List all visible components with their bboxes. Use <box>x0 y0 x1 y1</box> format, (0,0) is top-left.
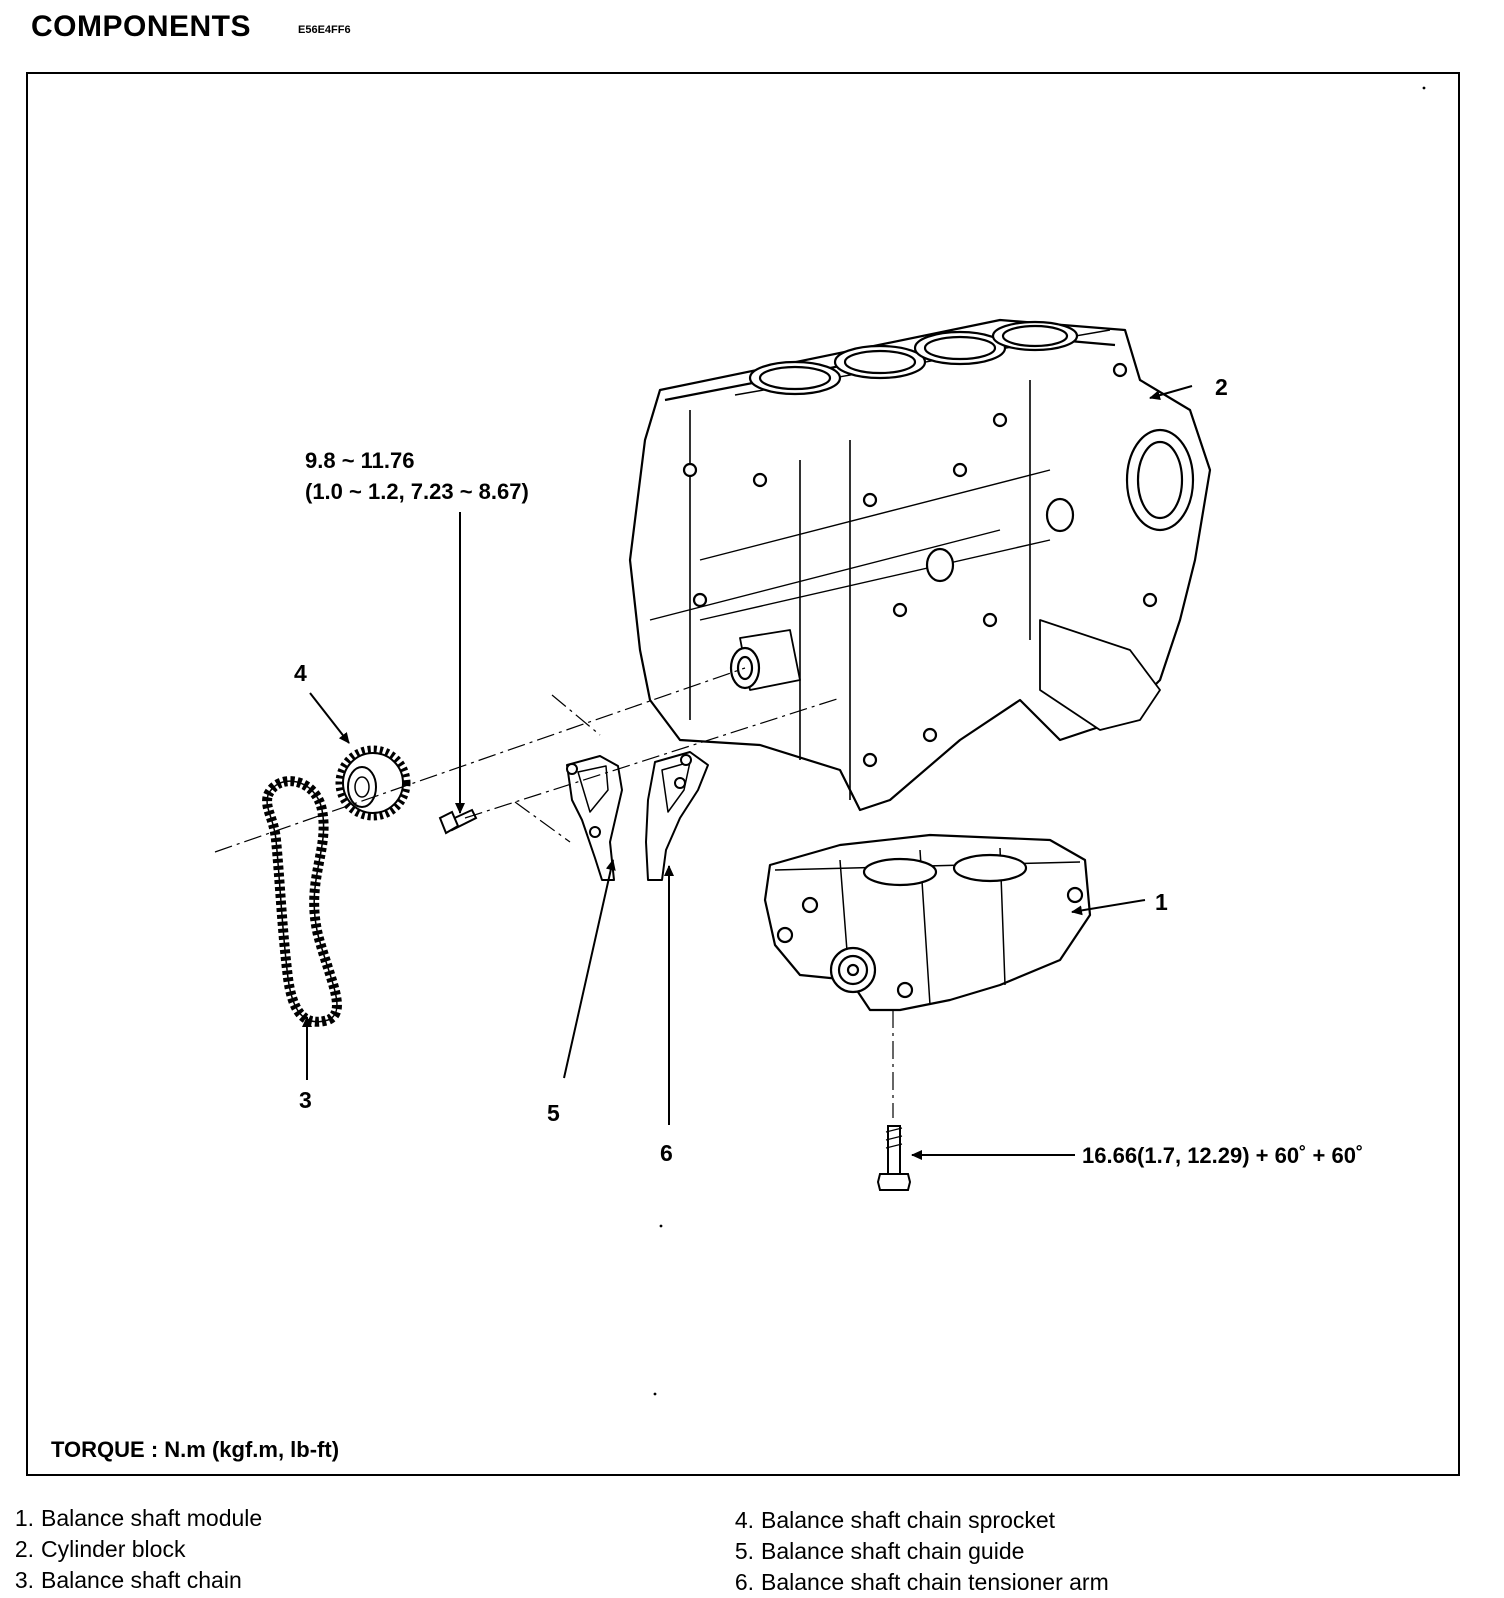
legend-label: Balance shaft chain tensioner arm <box>761 1569 1109 1595</box>
sprocket-bolt-torque: 9.8 ~ 11.76 (1.0 ~ 1.2, 7.23 ~ 8.67) <box>305 445 529 507</box>
legend-number: 1. <box>14 1505 34 1531</box>
diagram-frame <box>26 72 1460 1476</box>
legend-label: Balance shaft module <box>41 1505 263 1531</box>
callout-2: 2 <box>1215 374 1228 400</box>
legend-label: Balance shaft chain guide <box>761 1538 1025 1564</box>
legend-number: 6. <box>734 1569 754 1595</box>
document-code: E56E4FF6 <box>298 24 351 36</box>
legend-number: 2. <box>14 1536 34 1562</box>
balance-shaft-module-drawing <box>763 833 1092 1012</box>
alignment-lines <box>214 667 894 1118</box>
callout-5: 5 <box>547 1100 560 1126</box>
leader-arrows <box>302 385 1193 1160</box>
callout-4: 4 <box>294 660 307 686</box>
callout-3: 3 <box>299 1087 312 1113</box>
legend-number: 5. <box>734 1538 754 1564</box>
speck <box>659 1224 663 1228</box>
sprocket-bolt-torque-line1: 9.8 ~ 11.76 <box>305 448 415 473</box>
cylinder-block-drawing <box>628 318 1212 812</box>
chain-guide-drawing <box>566 755 623 881</box>
sprocket-bolt-torque-line2: (1.0 ~ 1.2, 7.23 ~ 8.67) <box>305 479 529 504</box>
legend-label: Balance shaft chain <box>41 1567 242 1593</box>
balance-shaft-sprocket-drawing <box>335 745 411 821</box>
callout-1: 1 <box>1155 889 1168 915</box>
sprocket-bolt-drawing <box>438 808 478 835</box>
speck <box>653 1392 657 1396</box>
balance-shaft-chain-drawing <box>262 776 342 1027</box>
legend-item: 5. Balance shaft chain guide <box>720 1536 1109 1567</box>
torque-unit-note: TORQUE : N.m (kgf.m, lb-ft) <box>51 1437 340 1462</box>
legend-right: 4. Balance shaft chain sprocket 5. Balance… <box>720 1505 1109 1598</box>
module-bolt-torque: 16.66(1.7, 12.29) + 60˚ + 60˚ <box>1082 1143 1364 1168</box>
legend-number: 3. <box>14 1567 34 1593</box>
legend-number: 4. <box>734 1507 754 1533</box>
legend-left: 1.Balance shaft module 2.Cylinder block … <box>0 1503 262 1596</box>
tensioner-arm-drawing <box>645 751 709 881</box>
legend-item: 4. Balance shaft chain sprocket <box>720 1505 1109 1536</box>
legend-item: 3. Balance shaft chain <box>0 1565 262 1596</box>
callout-6: 6 <box>660 1140 673 1166</box>
module-bolt-drawing <box>876 1125 912 1191</box>
legend-label: Balance shaft chain sprocket <box>761 1507 1056 1533</box>
legend-item: 2. Cylinder block <box>0 1534 262 1565</box>
page-title: COMPONENTS <box>31 10 252 43</box>
legend-label: Cylinder block <box>41 1536 186 1562</box>
legend-item: 1. Balance shaft module <box>0 1503 262 1534</box>
legend-item: 6. Balance shaft chain tensioner arm <box>720 1567 1109 1598</box>
speck <box>1422 86 1426 90</box>
